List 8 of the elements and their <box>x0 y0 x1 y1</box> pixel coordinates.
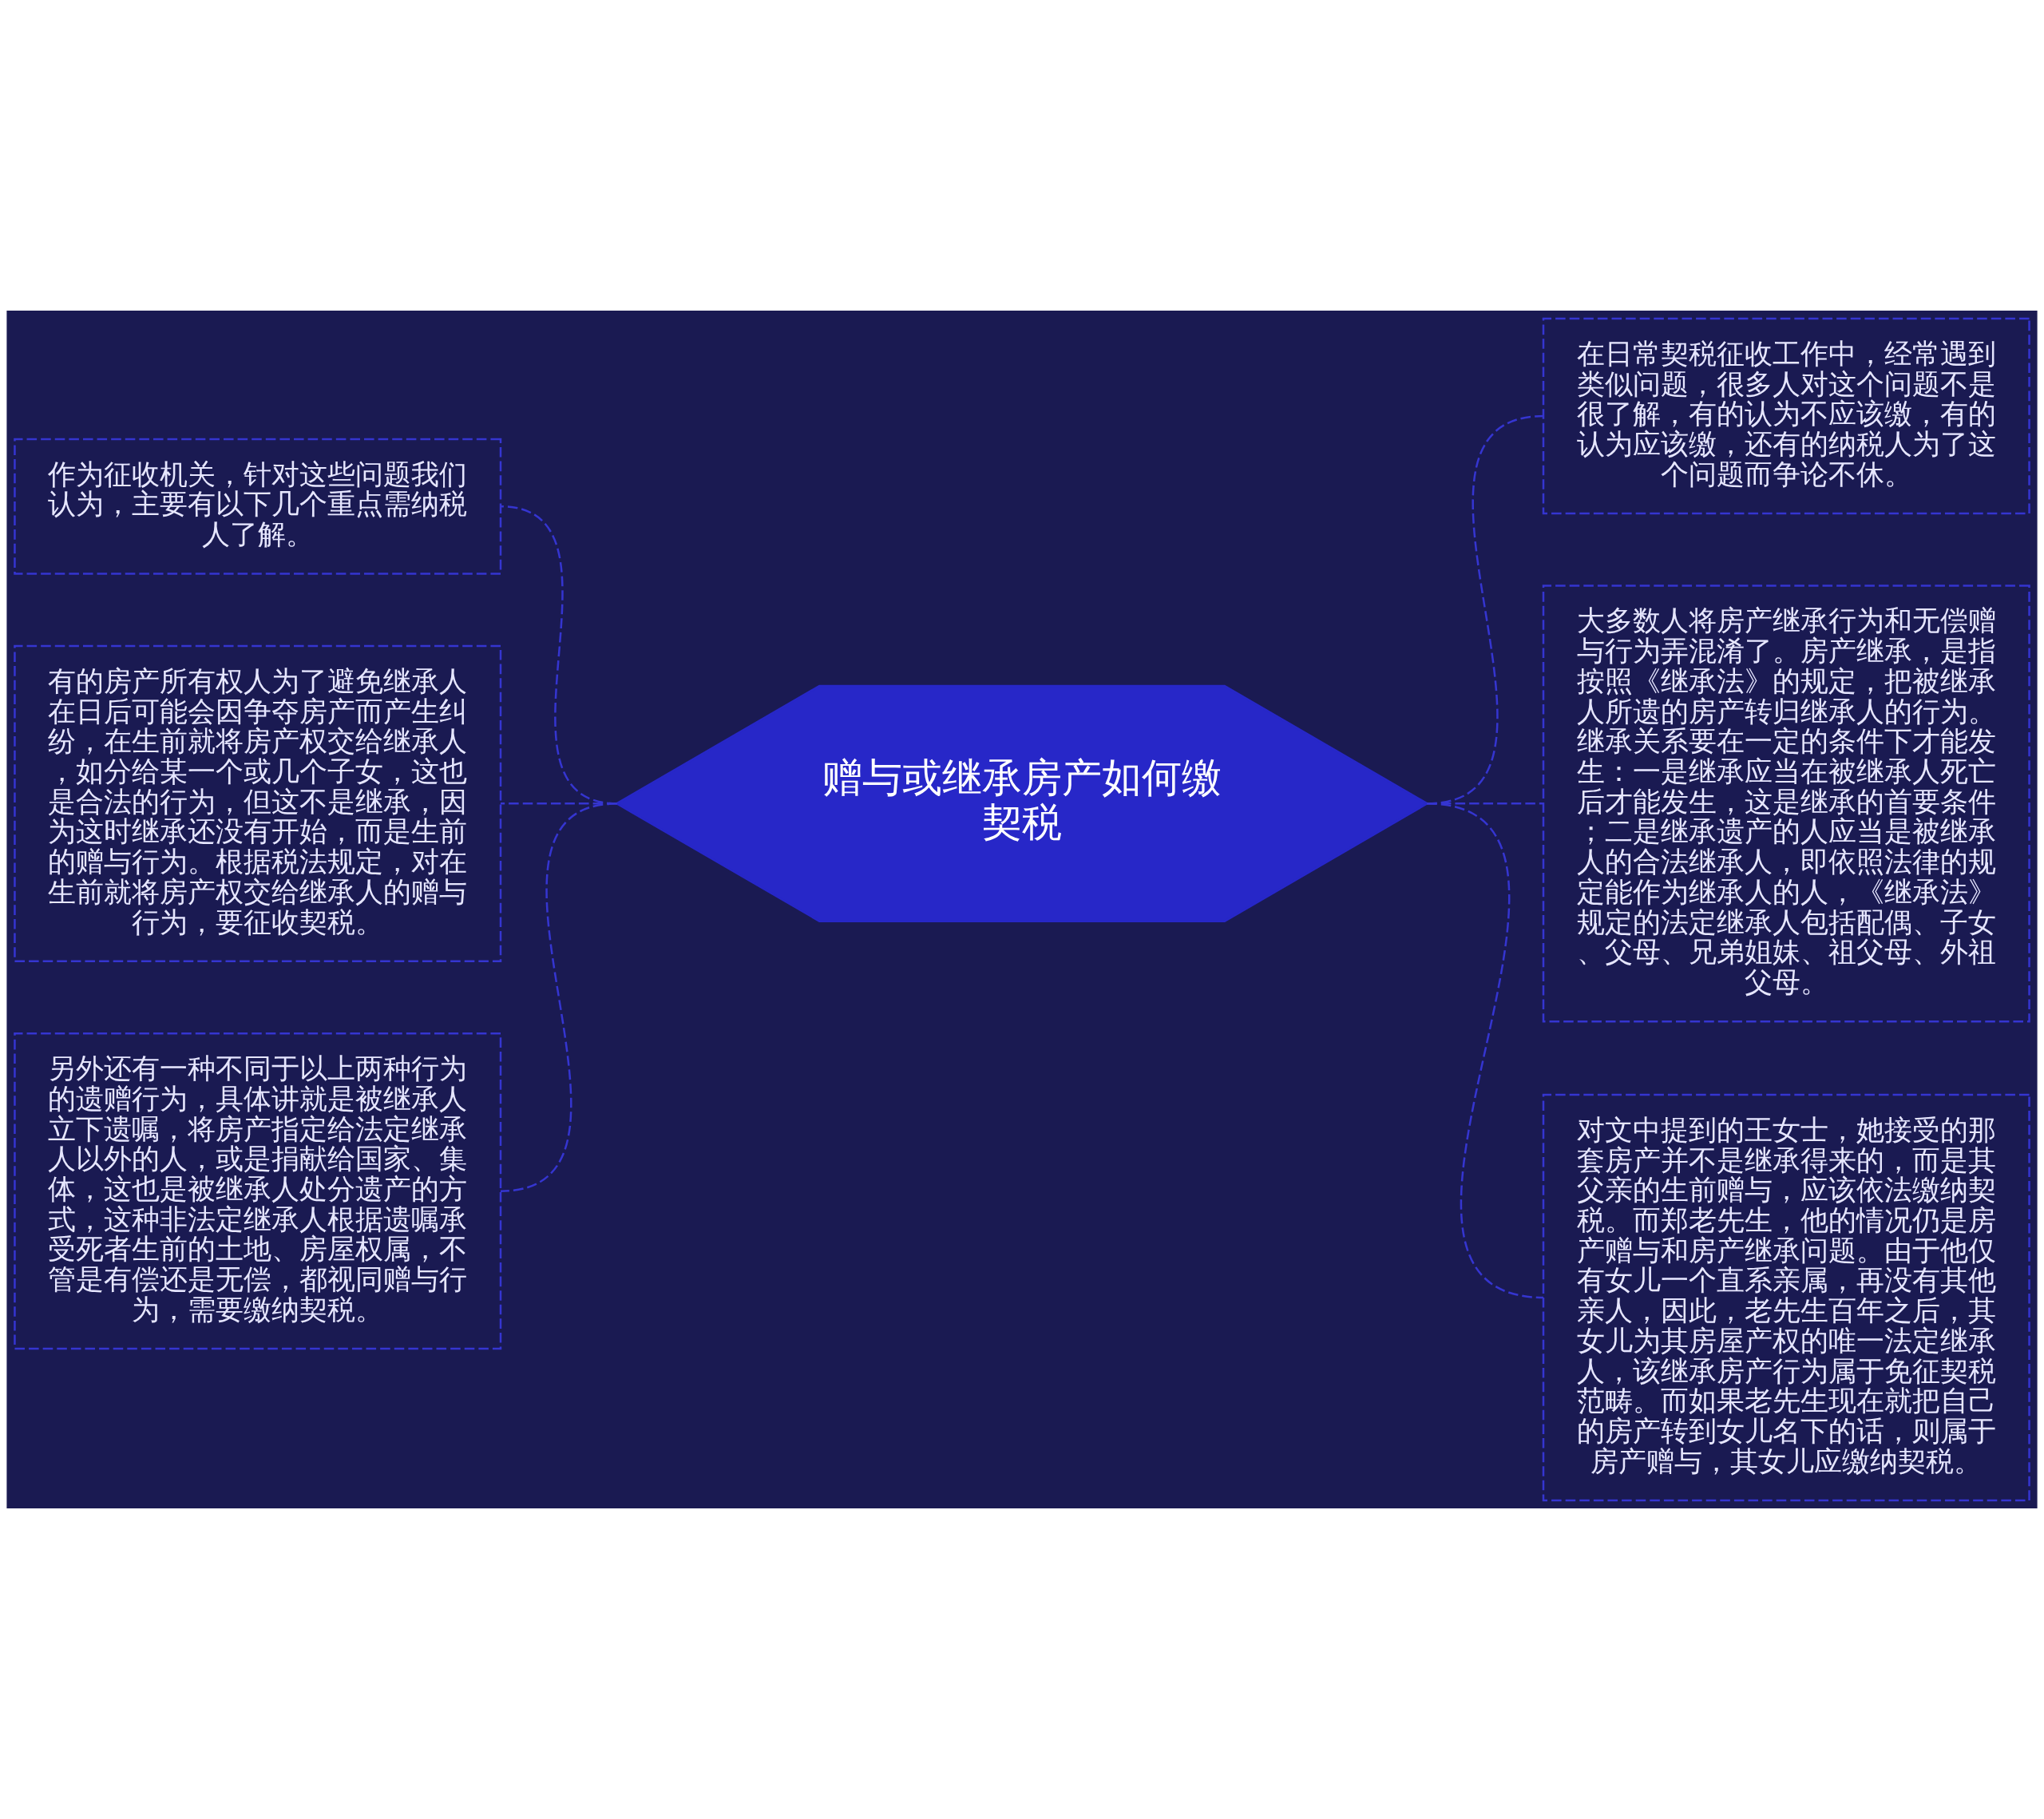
node-box: 在日常契税征收工作中，经常遇到类似问题，很多人对这个问题不是很了解，有的认为不应该缴，有的认为应该缴，还有的纳税人为了这个问题而争论不休。 <box>1542 317 2030 515</box>
node-box: 对文中提到的王女士，她接受的那套房产并不是继承得来的，而是其父亲的生前赠与，应该依法缴纳契税。而郑老先生，他的情况仍是房产赠与和房产继承问题。由于他仅有女儿一个直系亲属，再没有其他亲人，因此，老先生百年之后，其女儿为其房屋产权的唯一法定继承人，该继承房产行为属于免征契税范畴。而如果老先生现在就把自己的房产转到女儿名下的话，则属于房产赠与，其女儿应缴纳契税。 <box>1542 1093 2030 1502</box>
node-box: 作为征收机关，针对这些问题我们认为，主要有以下几个重点需纳税人了解。 <box>14 438 502 575</box>
node-box: 另外还有一种不同于以上两种行为的遗赠行为，具体讲就是被继承人立下遗嘱，将房产指定给法定继承人以外的人，或是捐献给国家、集体，这也是被继承人处分遗产的方式，这种非法定继承人根据遗嘱承受死者生前的土地、房屋权属，不管是有偿还是无偿，都视同赠与行为，需要缴纳契税。 <box>14 1032 502 1350</box>
node-box: 有的房产所有权人为了避免继承人在日后可能会因争夺房产而产生纠纷，在生前就将房产权交给继承人，如分给某一个或几个子女，这也是合法的行为，但这不是继承，因为这时继承还没有开始，而是生前的赠与行为。根据税法规定，对在生前就将房产权交给继承人的赠与行为，要征收契税。 <box>14 644 502 962</box>
connector <box>500 802 618 1192</box>
node-box: 大多数人将房产继承行为和无偿赠与行为弄混淆了。房产继承，是指按照《继承法》的规定，把被继承人所遗的房产转归继承人的行为。继承关系要在一定的条件下才能发生：一是继承应当在被继承人死亡后才能发生，这是继承的首要条件；二是继承遗产的人应当是被继承人的合法继承人，即依照法律的规定能作为继承人的人，《继承法》规定的法定继承人包括配偶、子女、父母、兄弟姐妹、祖父母、外祖父母。 <box>1542 585 2030 1023</box>
connector <box>1426 802 1544 1299</box>
